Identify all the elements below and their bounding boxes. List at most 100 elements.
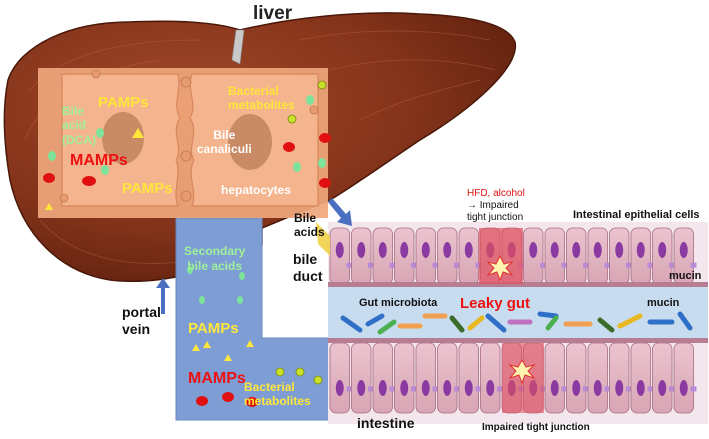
nucleus-left bbox=[102, 112, 144, 164]
cell-nucleus bbox=[378, 380, 387, 396]
upper-epithelium bbox=[329, 227, 697, 285]
bile-duct-label: bile duct bbox=[293, 251, 323, 284]
secondary-bile-acid-markers bbox=[187, 266, 245, 304]
bile-flow-arrow bbox=[328, 198, 352, 226]
tight-junction bbox=[475, 386, 482, 392]
epithelial-cell bbox=[630, 342, 651, 414]
tight-junction bbox=[690, 386, 697, 392]
cell-nucleus bbox=[400, 242, 409, 258]
tight-junction bbox=[411, 386, 417, 392]
cell-nucleus bbox=[572, 380, 581, 396]
epithelial-cell bbox=[372, 342, 393, 414]
tight-junction bbox=[475, 262, 482, 268]
tight-junction bbox=[669, 386, 675, 392]
epithelial-cell bbox=[394, 342, 415, 414]
cell-nucleus bbox=[443, 380, 452, 396]
epithelial-cell bbox=[566, 342, 587, 414]
epithelial-cell bbox=[544, 342, 565, 414]
secondary-bile-acids-label: Secondary bile acids bbox=[184, 244, 246, 273]
intestine-label: intestine bbox=[357, 415, 415, 431]
portal-vein-label: portal vein bbox=[122, 304, 161, 337]
gut-microbiota-label: Gut microbiota bbox=[359, 297, 438, 309]
epithelial-cell bbox=[415, 342, 436, 414]
cell-nucleus bbox=[335, 380, 344, 396]
cell-nucleus bbox=[550, 242, 559, 258]
cell-nucleus bbox=[550, 380, 559, 396]
cell-nucleus bbox=[529, 242, 538, 258]
leaky-burst-upper bbox=[486, 254, 514, 282]
falciform-ligament bbox=[231, 29, 245, 65]
pamps-label-portal: PAMPs bbox=[188, 320, 239, 337]
tight-junction bbox=[432, 386, 439, 392]
cell-nucleus bbox=[464, 380, 473, 396]
tight-junction bbox=[368, 262, 374, 268]
mamps-label-portal: MAMPs bbox=[188, 370, 246, 387]
tight-junction bbox=[583, 262, 589, 268]
portal-vein-arrow bbox=[156, 278, 170, 314]
epithelial-cell bbox=[673, 342, 694, 414]
cell-nucleus bbox=[378, 242, 387, 258]
epithelial-cell bbox=[587, 342, 608, 414]
tight-junction bbox=[561, 262, 568, 268]
cell-nucleus bbox=[400, 380, 409, 396]
tight-junction bbox=[669, 262, 675, 268]
cell-nucleus bbox=[486, 380, 495, 396]
cell-nucleus bbox=[679, 242, 688, 258]
cell-nucleus bbox=[421, 380, 430, 396]
cell-nucleus bbox=[443, 242, 452, 258]
bile-canaliculi-label: Bile canaliculi bbox=[197, 128, 252, 157]
tight-junction bbox=[647, 386, 654, 392]
tight-junction bbox=[561, 386, 568, 392]
mamps-markers-portal bbox=[196, 392, 258, 407]
tight-junction bbox=[454, 386, 460, 392]
bacterial-metabolites-label-top: Bacterial metabolites bbox=[228, 84, 295, 113]
cell-nucleus bbox=[357, 380, 366, 396]
bile-acids-label: Bile acids bbox=[294, 211, 325, 240]
bile-duct-tube bbox=[316, 222, 330, 256]
canaliculi-blobs bbox=[59, 69, 319, 203]
intestinal-lumen bbox=[328, 286, 708, 338]
nucleus-right bbox=[228, 114, 272, 170]
tight-junction bbox=[604, 386, 611, 392]
epithelial-cell bbox=[652, 342, 673, 414]
leaky-burst-lower bbox=[508, 358, 536, 385]
cell-nucleus bbox=[357, 242, 366, 258]
mamps-markers-liver bbox=[43, 133, 331, 188]
cell-nucleus bbox=[593, 242, 602, 258]
tight-junction bbox=[454, 262, 460, 268]
mucin-label-right: mucin bbox=[669, 270, 702, 282]
epithelial-cell bbox=[351, 342, 372, 414]
tight-junction bbox=[604, 262, 611, 268]
hepatocytes-label: hepatocytes bbox=[221, 183, 292, 197]
cell-nucleus bbox=[615, 380, 624, 396]
epithelial-cell bbox=[329, 342, 350, 414]
bacterial-metabolite-markers-liver bbox=[287, 80, 327, 124]
tight-junction bbox=[626, 386, 632, 392]
epithelial-cell bbox=[609, 342, 630, 414]
impaired-tight-junction-label-bottom: Impaired tight junction bbox=[482, 422, 590, 433]
tight-junction bbox=[368, 386, 374, 392]
cell-nucleus bbox=[658, 242, 667, 258]
pamps-label-top: PAMPs bbox=[98, 94, 149, 111]
tight-junction bbox=[626, 262, 632, 268]
mucin-label-lumen: mucin bbox=[647, 297, 680, 309]
tight-junction bbox=[583, 386, 589, 392]
epithelial-cell bbox=[458, 342, 479, 414]
cell-nucleus bbox=[658, 380, 667, 396]
pamps-markers-portal bbox=[192, 340, 254, 361]
impaired-tight-junction-label-top: → Impaired tight junction bbox=[467, 200, 524, 223]
cell-nucleus bbox=[679, 380, 688, 396]
gut-microbiota bbox=[340, 311, 693, 335]
bacterial-metabolites-label-portal: Bacterial metabolites bbox=[244, 380, 311, 409]
tight-junction bbox=[389, 262, 396, 268]
tight-junction bbox=[432, 262, 439, 268]
tight-junction bbox=[690, 262, 697, 268]
cell-nucleus bbox=[335, 242, 344, 258]
bile-acid-dca-label: Bile acid (DCA) bbox=[62, 104, 96, 147]
tight-junction bbox=[497, 386, 503, 392]
cell-nucleus bbox=[572, 242, 581, 258]
hfd-alcohol-label: HFD, alcohol bbox=[467, 188, 525, 199]
cell-nucleus bbox=[421, 242, 430, 258]
pamps-markers-liver bbox=[45, 128, 144, 210]
